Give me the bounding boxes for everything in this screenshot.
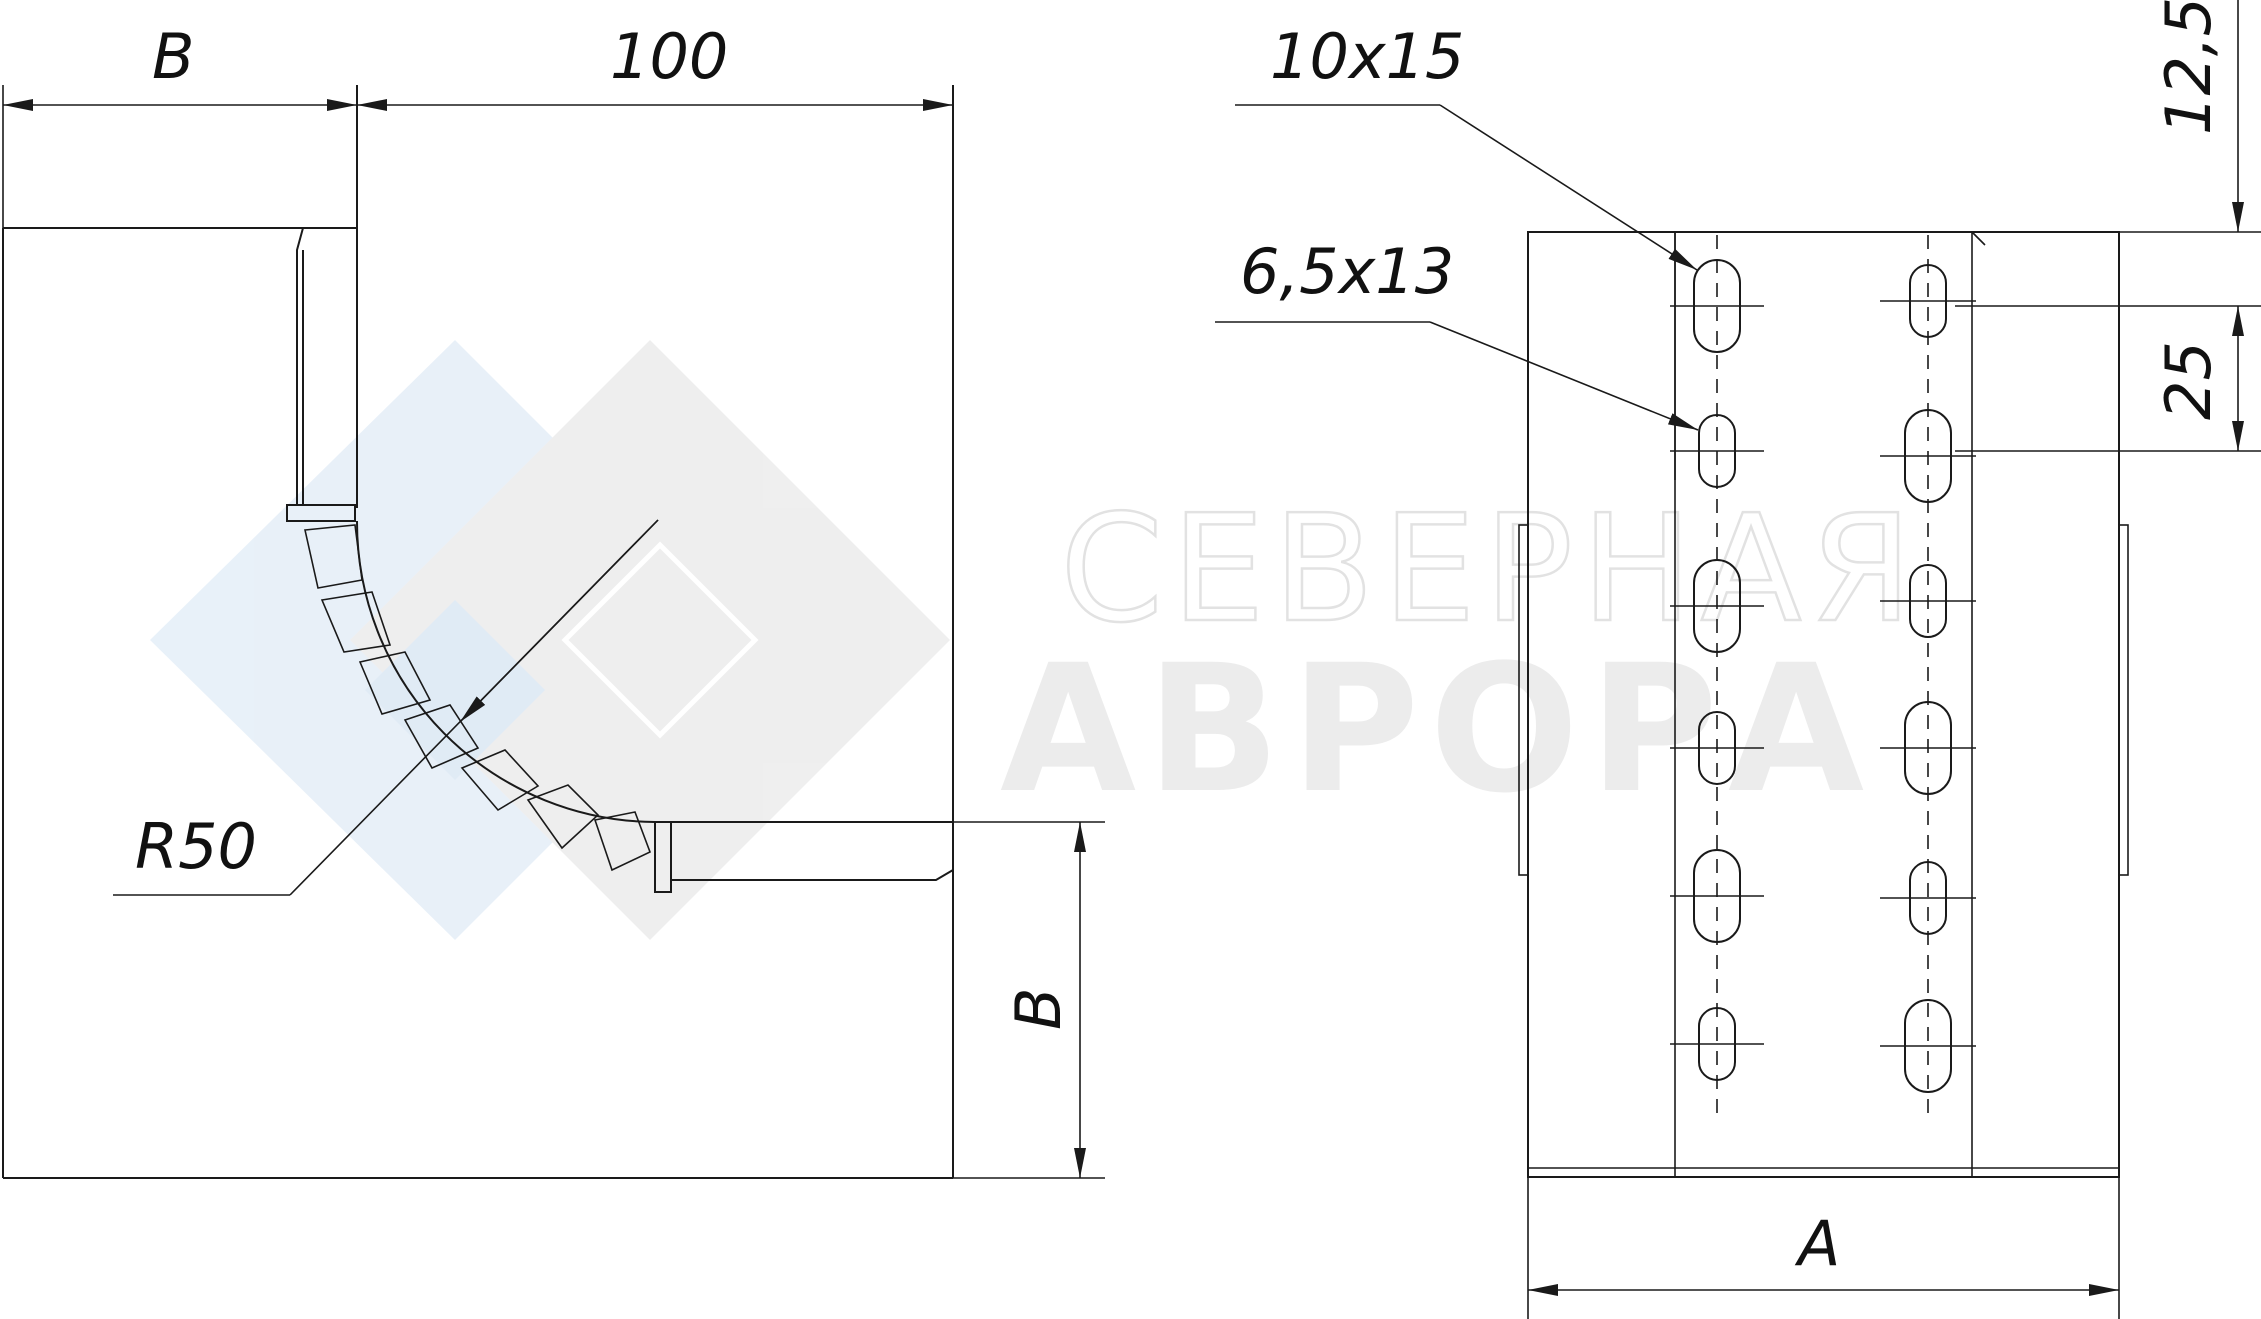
slot-column-right xyxy=(1880,235,1976,1120)
hole-large-leader xyxy=(1235,104,1698,271)
hole-large-label: 10x15 xyxy=(1270,20,1464,93)
watermark-logo xyxy=(150,340,950,940)
dim-height-B-right xyxy=(940,821,1105,1179)
bend-segments xyxy=(304,524,652,872)
watermark-line-1: СЕВЕРНАЯ xyxy=(1060,483,1921,655)
hole-small-label: 6,5x13 xyxy=(1240,235,1454,308)
slot-column-left xyxy=(1670,235,1764,1120)
dim-top-offset xyxy=(1955,0,2261,307)
watermark-line-2: АВРОРА xyxy=(1000,627,1874,832)
dim-pitch xyxy=(1955,306,2261,452)
radius-label: R50 xyxy=(135,810,257,883)
dim-width-A-label: A xyxy=(1794,1207,1840,1280)
dim-length-label: 100 xyxy=(610,20,728,93)
hole-small-leader xyxy=(1215,321,1699,431)
dim-width-A xyxy=(1527,1177,2120,1319)
right-view-outline xyxy=(1518,231,2129,1178)
radius-leader xyxy=(113,519,659,896)
dim-top-offset-label: 12,5 xyxy=(2152,0,2225,135)
dim-height-label: B xyxy=(1002,987,1075,1030)
dim-width-label: B xyxy=(152,20,195,93)
dim-pitch-label: 25 xyxy=(2152,341,2225,420)
